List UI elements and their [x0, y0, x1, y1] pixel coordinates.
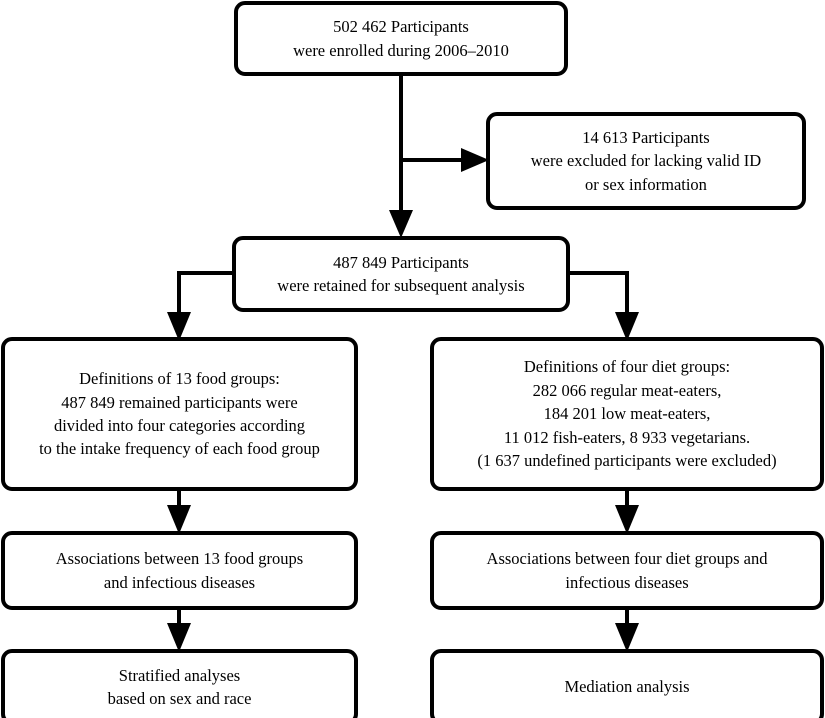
edge-enrolled-to-excluded — [401, 148, 489, 172]
retained-participants-box — [232, 236, 570, 312]
edge-assoc-food-to-stratified — [167, 608, 191, 652]
associations-food-groups-box — [1, 531, 358, 610]
edge-enrolled-to-retained — [389, 74, 413, 238]
mediation-analysis-box — [430, 649, 824, 718]
stratified-analyses-box — [1, 649, 358, 718]
edge-assoc-diet-to-mediation — [615, 608, 639, 652]
food-groups-definition-box — [1, 337, 358, 491]
edge-retained-to-food-groups — [167, 271, 234, 341]
excluded-participants-box — [486, 112, 806, 210]
enrolled-participants-box — [234, 1, 568, 76]
associations-diet-groups-box — [430, 531, 824, 610]
diet-groups-definition-box — [430, 337, 824, 491]
edge-diet-groups-to-assoc-diet — [615, 489, 639, 534]
edge-food-groups-to-assoc-food — [167, 489, 191, 534]
edge-retained-to-diet-groups — [568, 271, 639, 341]
